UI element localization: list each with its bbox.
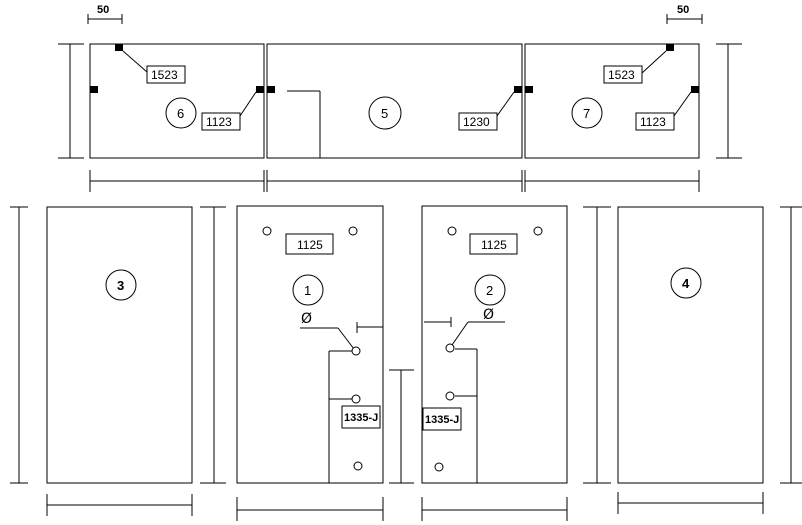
dim-offset-right: 50 [666, 4, 703, 24]
hinge-marker [525, 86, 533, 93]
label-box [341, 405, 381, 429]
panel-2: 1125 2 Ø 1335-J [421, 205, 568, 484]
panel-5: 1230 5 [266, 43, 523, 159]
dim-top-height-left [58, 43, 84, 159]
panel-6-code-top: 1523 [151, 68, 178, 82]
panel-4: 4 [617, 206, 764, 484]
label-box [469, 233, 518, 255]
dim-bottom-widths [46, 492, 764, 521]
panel-1-top-code: 1125 [297, 238, 323, 252]
hinge-marker [514, 86, 522, 93]
panel-2-diameter-symbol: Ø [483, 307, 494, 323]
panel-2-top-code: 1125 [481, 238, 507, 252]
label-box [458, 112, 498, 131]
hole [262, 226, 272, 236]
panel-7-code-top: 1523 [608, 68, 635, 82]
panel-7-number: 7 [583, 106, 590, 121]
panel-3: 3 [46, 206, 193, 484]
dim-offset-right-label: 50 [677, 4, 689, 16]
panel-5-code: 1230 [463, 115, 490, 129]
hinge-marker [115, 44, 123, 51]
panel-2-side-code: 1335-J [425, 414, 459, 426]
label-box [285, 233, 334, 255]
hole [533, 226, 543, 236]
hinge-marker [691, 86, 699, 93]
label-box [201, 112, 241, 131]
label-box [603, 65, 643, 84]
label-box [422, 407, 462, 431]
dim-top-widths [89, 170, 700, 192]
label-box [146, 65, 186, 84]
panel-7-code-side: 1123 [640, 115, 666, 129]
dim-bottom-heights [10, 206, 802, 484]
hole [348, 226, 358, 236]
panel-1: 1125 1 Ø 1335-J [236, 205, 384, 484]
hole [445, 391, 455, 401]
panel-6-number: 6 [177, 106, 184, 121]
hole [445, 343, 455, 353]
panel-6: 1523 1123 6 [89, 43, 265, 159]
panel-2-number: 2 [486, 283, 493, 298]
panel-4-number: 4 [682, 276, 690, 291]
panel-1-number: 1 [304, 283, 311, 298]
hinge-marker [256, 86, 264, 93]
hole [447, 226, 457, 236]
hole [353, 461, 363, 471]
hole [434, 462, 444, 472]
hinge-marker [267, 86, 275, 93]
hole [351, 346, 361, 356]
panel-1-diameter-symbol: Ø [301, 311, 312, 327]
label-box [635, 112, 675, 131]
panel-3-number: 3 [117, 278, 124, 293]
hinge-marker [90, 86, 98, 93]
panel-1-side-code: 1335-J [344, 412, 378, 424]
panel-7: 1523 1123 7 [524, 43, 700, 159]
hole [351, 394, 361, 404]
panel-6-code-side: 1123 [206, 115, 232, 129]
hinge-marker [666, 44, 674, 51]
dim-offset-left-label: 50 [97, 4, 109, 16]
dim-top-height-right [716, 43, 742, 159]
dim-offset-left: 50 [87, 4, 123, 24]
panel-5-number: 5 [381, 106, 388, 121]
